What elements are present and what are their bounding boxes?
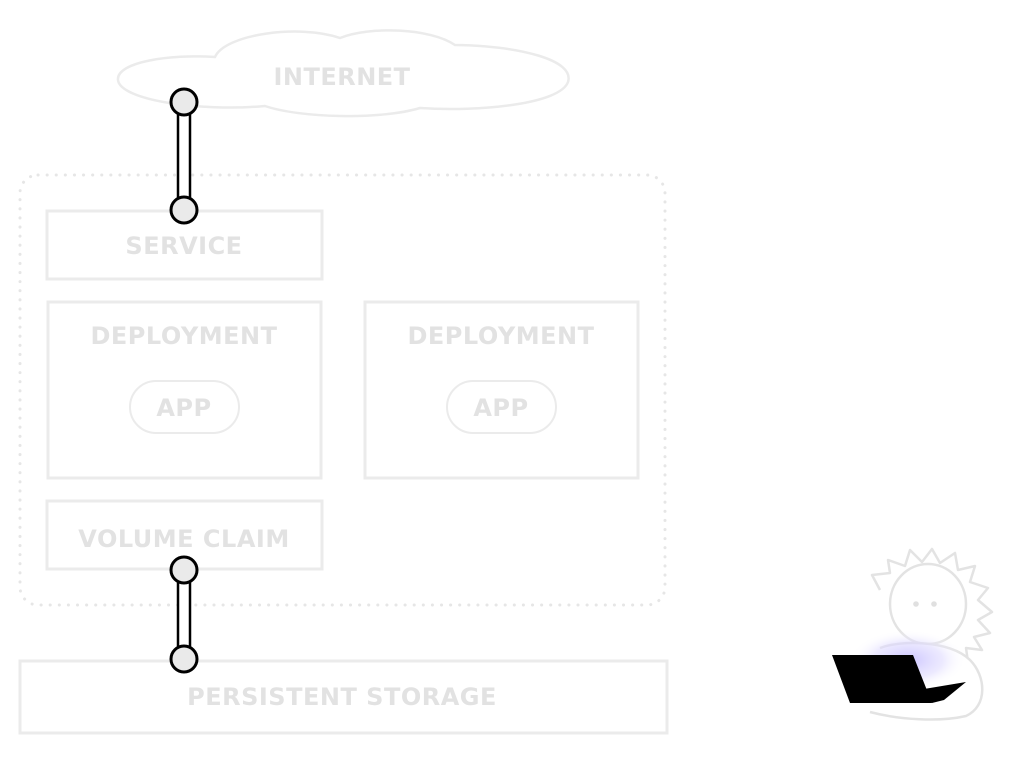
persistent-storage-box: PERSISTENT STORAGE [18, 659, 669, 735]
volume-storage-connector [169, 555, 199, 674]
service-box: SERVICE [45, 209, 324, 281]
connector-endpoint [169, 555, 199, 585]
deployment-label: DEPLOYMENT [90, 322, 277, 350]
cloud-icon [116, 29, 570, 118]
deployment-box: DEPLOYMENT APP [46, 300, 323, 480]
persistent-storage-label: PERSISTENT STORAGE [187, 683, 497, 711]
volume-claim-box: VOLUME CLAIM [45, 499, 324, 571]
internet-service-connector [169, 87, 199, 225]
app-pill [129, 380, 240, 434]
connector-endpoint [169, 644, 199, 674]
app-label: APP [473, 394, 528, 422]
connector-endpoint [169, 87, 199, 117]
deployment-label: DEPLOYMENT [407, 322, 594, 350]
deployment-box: DEPLOYMENT APP [363, 300, 640, 480]
internet-label: INTERNET [273, 63, 410, 91]
app-label: APP [156, 394, 211, 422]
user-with-laptop-icon [832, 547, 994, 721]
connector-endpoint [169, 195, 199, 225]
volume-claim-label: VOLUME CLAIM [78, 525, 289, 553]
app-pill [446, 380, 557, 434]
internet-cloud: INTERNET [116, 29, 570, 118]
cluster-boundary [18, 173, 667, 607]
service-label: SERVICE [125, 232, 242, 260]
